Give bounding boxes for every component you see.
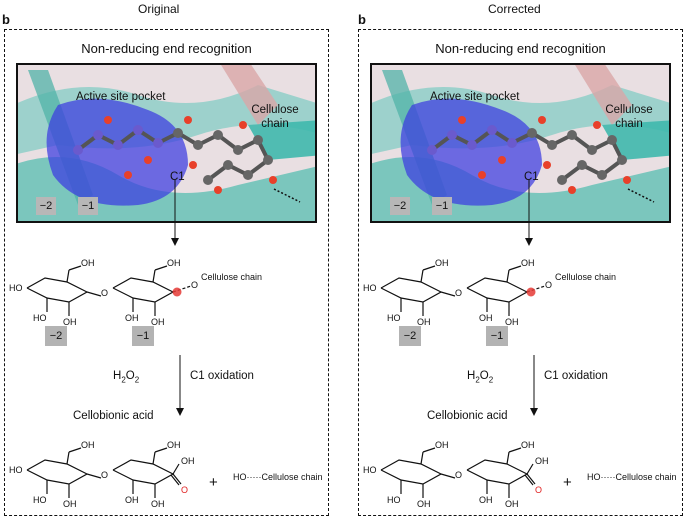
panel-letter: b [2, 12, 10, 27]
oh-label-4: OH [125, 313, 139, 323]
panel-corrected: Non-reducing end recognition [358, 29, 683, 516]
cellulose-chain-text-b: Cellulose chain [555, 272, 617, 282]
released-chain-label: HO·····Cellulose chain [233, 472, 323, 482]
c1-label-2: C1 [524, 171, 539, 183]
panel-heading-corrected: Corrected [488, 2, 541, 16]
oh-label-4b: OH [479, 313, 493, 323]
reaction-arrows [171, 180, 184, 416]
subsite-minus-1-box-b: −1 [486, 326, 508, 346]
oh-label-5b: OH [505, 317, 519, 327]
reagent-label-b: H2O2 [467, 370, 494, 385]
acid-oh-4b: OH [479, 495, 493, 505]
ho-label-2: HO [33, 313, 47, 323]
product-title: Cellobionic acid [73, 410, 154, 422]
acid-oh-1: OH [81, 440, 95, 450]
cellulose-chain-text: Cellulose chain [201, 272, 263, 282]
active-site-pocket-label-2: Active site pocket [430, 91, 520, 103]
c1-label: C1 [170, 171, 185, 183]
acid-oh-5: OH [151, 499, 165, 509]
oh-label-1b: OH [435, 258, 449, 268]
acid-carbonyl-o: O [181, 485, 189, 495]
panel-title: Non-reducing end recognition [81, 41, 252, 56]
active-site-pocket-label: Active site pocket [76, 91, 166, 103]
acid-oh-4: OH [125, 495, 139, 505]
cellobiose-structure-2 [380, 265, 546, 316]
protein-structure-image: Active site pocket Cellulose chain C1 −2… [16, 63, 317, 223]
subsite-minus-2-box: −2 [45, 326, 67, 346]
reaction-arrows-2 [525, 180, 538, 416]
acid-ho-2: HO [33, 495, 47, 505]
acid-oh-2: OH [63, 499, 77, 509]
subsite-minus-2: −2 [36, 197, 56, 215]
subsite-minus-1-2: −1 [432, 197, 452, 215]
acid-ho-1b: HO [363, 465, 377, 475]
acid-ho-1: HO [9, 465, 23, 475]
o-chain-label: O [191, 280, 199, 290]
acid-oh-3b: OH [521, 440, 535, 450]
product-title-b: Cellobionic acid [427, 410, 508, 422]
oh-label-2: OH [63, 317, 77, 327]
ho-label-1b: HO [363, 283, 377, 293]
panel-heading-original: Original [138, 2, 180, 16]
acid-carbonyl-o-b: O [535, 485, 543, 495]
cellobionic-acid-structure [26, 447, 182, 498]
acid-ho-2b: HO [387, 495, 401, 505]
o-glycosidic-label: O [101, 288, 109, 298]
subsite-minus-1: −1 [78, 197, 98, 215]
c1-oxidation-label: C1 oxidation [190, 370, 254, 382]
acid-carboxyl-oh: OH [181, 456, 195, 466]
cellulose-chain-label: Cellulose chain [251, 104, 299, 130]
oh-label-5: OH [151, 317, 165, 327]
c1-oxidation-label-b: C1 oxidation [544, 370, 608, 382]
o-chain-label-b: O [545, 280, 553, 290]
panel-letter-2: b [358, 12, 366, 27]
acid-o-glycosidic-b: O [455, 470, 463, 480]
acid-oh-2b: OH [417, 499, 431, 509]
acid-o-glycosidic: O [101, 470, 109, 480]
ho-label-2b: HO [387, 313, 401, 323]
acid-oh-5b: OH [505, 499, 519, 509]
plus-sign-b: + [563, 474, 572, 491]
ho-label-1: HO [9, 283, 23, 293]
oh-label-2b: OH [417, 317, 431, 327]
subsite-minus-2-2: −2 [390, 197, 410, 215]
reagent-label: H2O2 [113, 370, 140, 385]
protein-structure-render-2 [372, 65, 669, 221]
protein-structure-image-2: Active site pocket Cellulose chain C1 −2… [370, 63, 671, 223]
cellobiose-structure [26, 265, 192, 316]
released-chain-label-b: HO·····Cellulose chain [587, 472, 677, 482]
acid-oh-3: OH [167, 440, 181, 450]
acid-carboxyl-oh-b: OH [535, 456, 549, 466]
oh-label-1: OH [81, 258, 95, 268]
subsite-minus-2-box-b: −2 [399, 326, 421, 346]
acid-oh-1b: OH [435, 440, 449, 450]
subsite-minus-1-box: −1 [132, 326, 154, 346]
protein-structure-render [18, 65, 315, 221]
panel-original: Non-reducing end recognition [4, 29, 329, 516]
panel-title-2: Non-reducing end recognition [435, 41, 606, 56]
cellobionic-acid-structure-2 [380, 447, 536, 498]
cellulose-chain-label-2: Cellulose chain [605, 104, 653, 130]
oh-label-3: OH [167, 258, 181, 268]
plus-sign: + [209, 474, 218, 491]
oh-label-3b: OH [521, 258, 535, 268]
o-glycosidic-label-b: O [455, 288, 463, 298]
